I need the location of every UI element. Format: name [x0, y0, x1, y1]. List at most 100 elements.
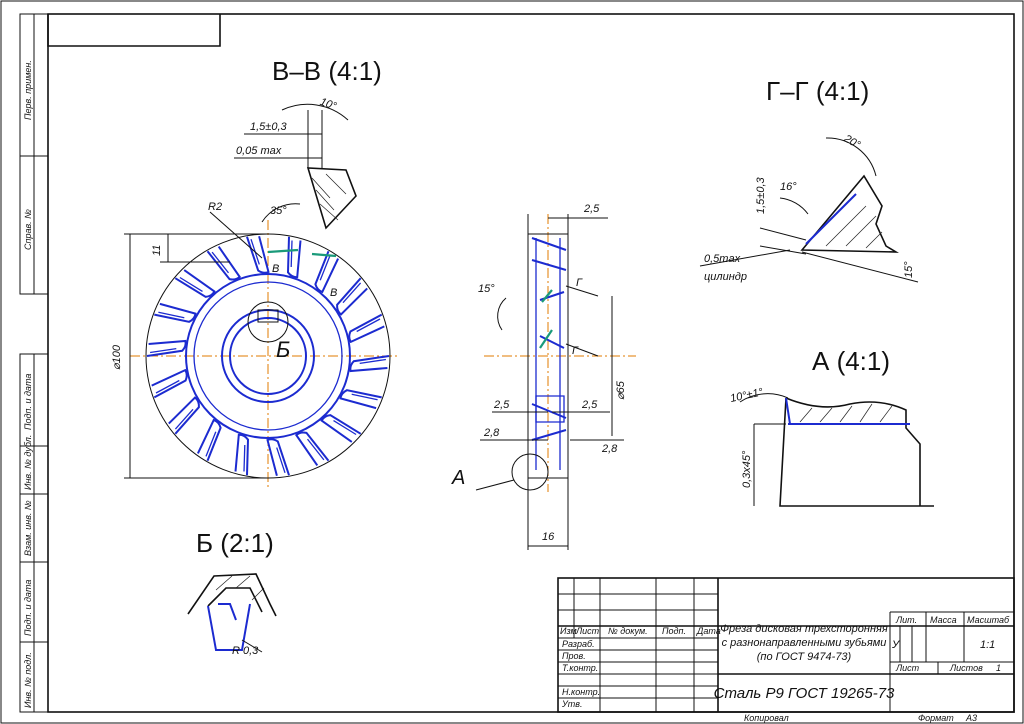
tb-col-podp: Подп. [662, 626, 686, 636]
section-mark-v1 [267, 248, 299, 254]
hub-inner-circle [193, 281, 343, 431]
a-dim-10deg: 10°±1° [729, 386, 765, 405]
tooth-flute [286, 236, 302, 279]
front-view: Б ⌀100 В В [111, 220, 400, 490]
tb-row-nkontr: Н.контр. [562, 687, 600, 697]
section-mark-v2 [311, 252, 337, 258]
tooth-flute [266, 438, 290, 476]
view-b: Б (2:1) R 0,3 [187, 528, 277, 657]
label-v2: В [330, 287, 337, 299]
tooth-flute [154, 302, 197, 323]
gg-cutting-edge [805, 193, 857, 245]
tooth-edge [356, 318, 381, 333]
side-dim-25-left: 2,5 [493, 399, 510, 411]
vv-tooth-profile [306, 167, 357, 230]
tooth-flute [336, 277, 368, 316]
tb-col-dokum: № докум. [608, 626, 648, 636]
label-g2: Г [572, 345, 579, 357]
strip-perv-primen: Перв. примен. [23, 60, 33, 120]
side-strip: Перв. примен. Справ. № Подп. и дата Инв.… [19, 13, 49, 713]
tooth-flute [246, 236, 270, 274]
tooth-flute [234, 433, 250, 476]
tb-row-razrab: Разраб. [562, 639, 595, 649]
tb-sheets-value: 1 [996, 663, 1001, 673]
tb-row-utv: Утв. [561, 699, 582, 709]
tb-material: Сталь Р9 ГОСТ 19265-73 [714, 685, 895, 702]
side-dim-25-right: 2,5 [581, 399, 598, 411]
title-vv: В–В (4:1) [272, 56, 382, 86]
tooth-edge [155, 379, 180, 394]
tooth-edge [290, 240, 293, 268]
tb-col-izm: Изм [560, 626, 577, 636]
tb-name-line2: с разнонаправленными зубьями [722, 637, 887, 649]
tooth-edge [276, 447, 286, 474]
view-b-contour [187, 573, 277, 617]
strip-vzam-inv: Взам. инв. № [23, 500, 33, 556]
vv-dim-11: 11 [151, 245, 163, 256]
tb-lit-value: У [891, 639, 900, 651]
strip-podp-data-2: Подп. и дата [23, 580, 33, 636]
cutter-teeth [146, 236, 390, 476]
tooth-flute [314, 250, 340, 294]
tooth-edge [319, 255, 331, 281]
b-dim-r03: R 0,3 [232, 645, 259, 657]
top-left-stamp-box [47, 14, 221, 47]
tooth-flute [349, 355, 390, 373]
tb-format-label: Формат [918, 713, 954, 723]
vv-dim-10: 10° [318, 96, 338, 113]
view-a-contour [779, 397, 934, 507]
tooth-flute [294, 431, 330, 466]
tooth-edge [150, 347, 177, 354]
title-a: А (4:1) [812, 346, 890, 376]
tb-format-value: А3 [965, 713, 977, 723]
vv-dim-r2: R2 [208, 201, 222, 213]
title-block: Изм Лист № докум. Подп. Дата Разраб. Про… [557, 577, 1015, 713]
detail-b-circle [247, 301, 289, 343]
gg-dim-15: 1,5±0,3 [755, 176, 767, 214]
side-body [527, 233, 569, 479]
tb-scale-value: 1:1 [980, 639, 995, 651]
hub-circle [185, 273, 351, 439]
tb-scale-header: Масштаб [967, 615, 1010, 625]
tooth-edge [333, 420, 357, 436]
vv-dim-35: 35° [270, 205, 287, 217]
strip-podp-data-1: Подп. и дата [23, 374, 33, 430]
vv-dim-005: 0,05 max [236, 145, 282, 157]
side-dim-d65: ⌀65 [615, 380, 627, 400]
tooth-edge [205, 431, 217, 457]
a-dim-chamfer: 0,3х45° [741, 450, 753, 488]
tooth-flute [151, 368, 188, 399]
side-dim-25-top: 2,5 [583, 203, 600, 215]
gg-dim-16: 16° [780, 181, 797, 193]
tb-row-tkontr: Т.контр. [562, 663, 598, 673]
section-vv: В–В (4:1) 10° 1,5±0,3 0,05 max 35° R2 11 [151, 56, 382, 259]
bore-inner-circle [229, 317, 307, 395]
side-dim-28-left: 2,8 [483, 427, 500, 439]
tb-col-data: Дата [696, 626, 721, 636]
tooth-flute [168, 396, 200, 435]
view-b-keyway [207, 603, 251, 651]
tb-mass-header: Масса [930, 615, 957, 625]
tooth-flute [206, 246, 242, 281]
title-gg: Г–Г (4:1) [766, 76, 869, 106]
label-v1: В [272, 263, 279, 275]
tooth-flute [348, 313, 385, 344]
tooth-edge [158, 311, 185, 319]
tooth-flute [196, 418, 222, 462]
gg-dim-20: 20° [841, 132, 863, 152]
label-g1: Г [576, 277, 583, 289]
tooth-flute [320, 414, 362, 443]
tooth-edge [174, 408, 194, 430]
gg-dim-15deg: 15° [903, 261, 915, 278]
tb-copied: Копировал [744, 713, 789, 723]
label-b: Б [276, 337, 290, 362]
side-dim-28-right: 2,8 [601, 443, 618, 455]
side-dim-15deg: 15° [478, 283, 495, 295]
keyway [257, 309, 279, 323]
gg-cylinder: цилиндр [704, 271, 747, 283]
strip-inv-dubl: Инв. № дубл. [23, 435, 33, 490]
strip-inv-podl: Инв. № подл. [23, 652, 33, 708]
tooth-flute [146, 339, 187, 357]
